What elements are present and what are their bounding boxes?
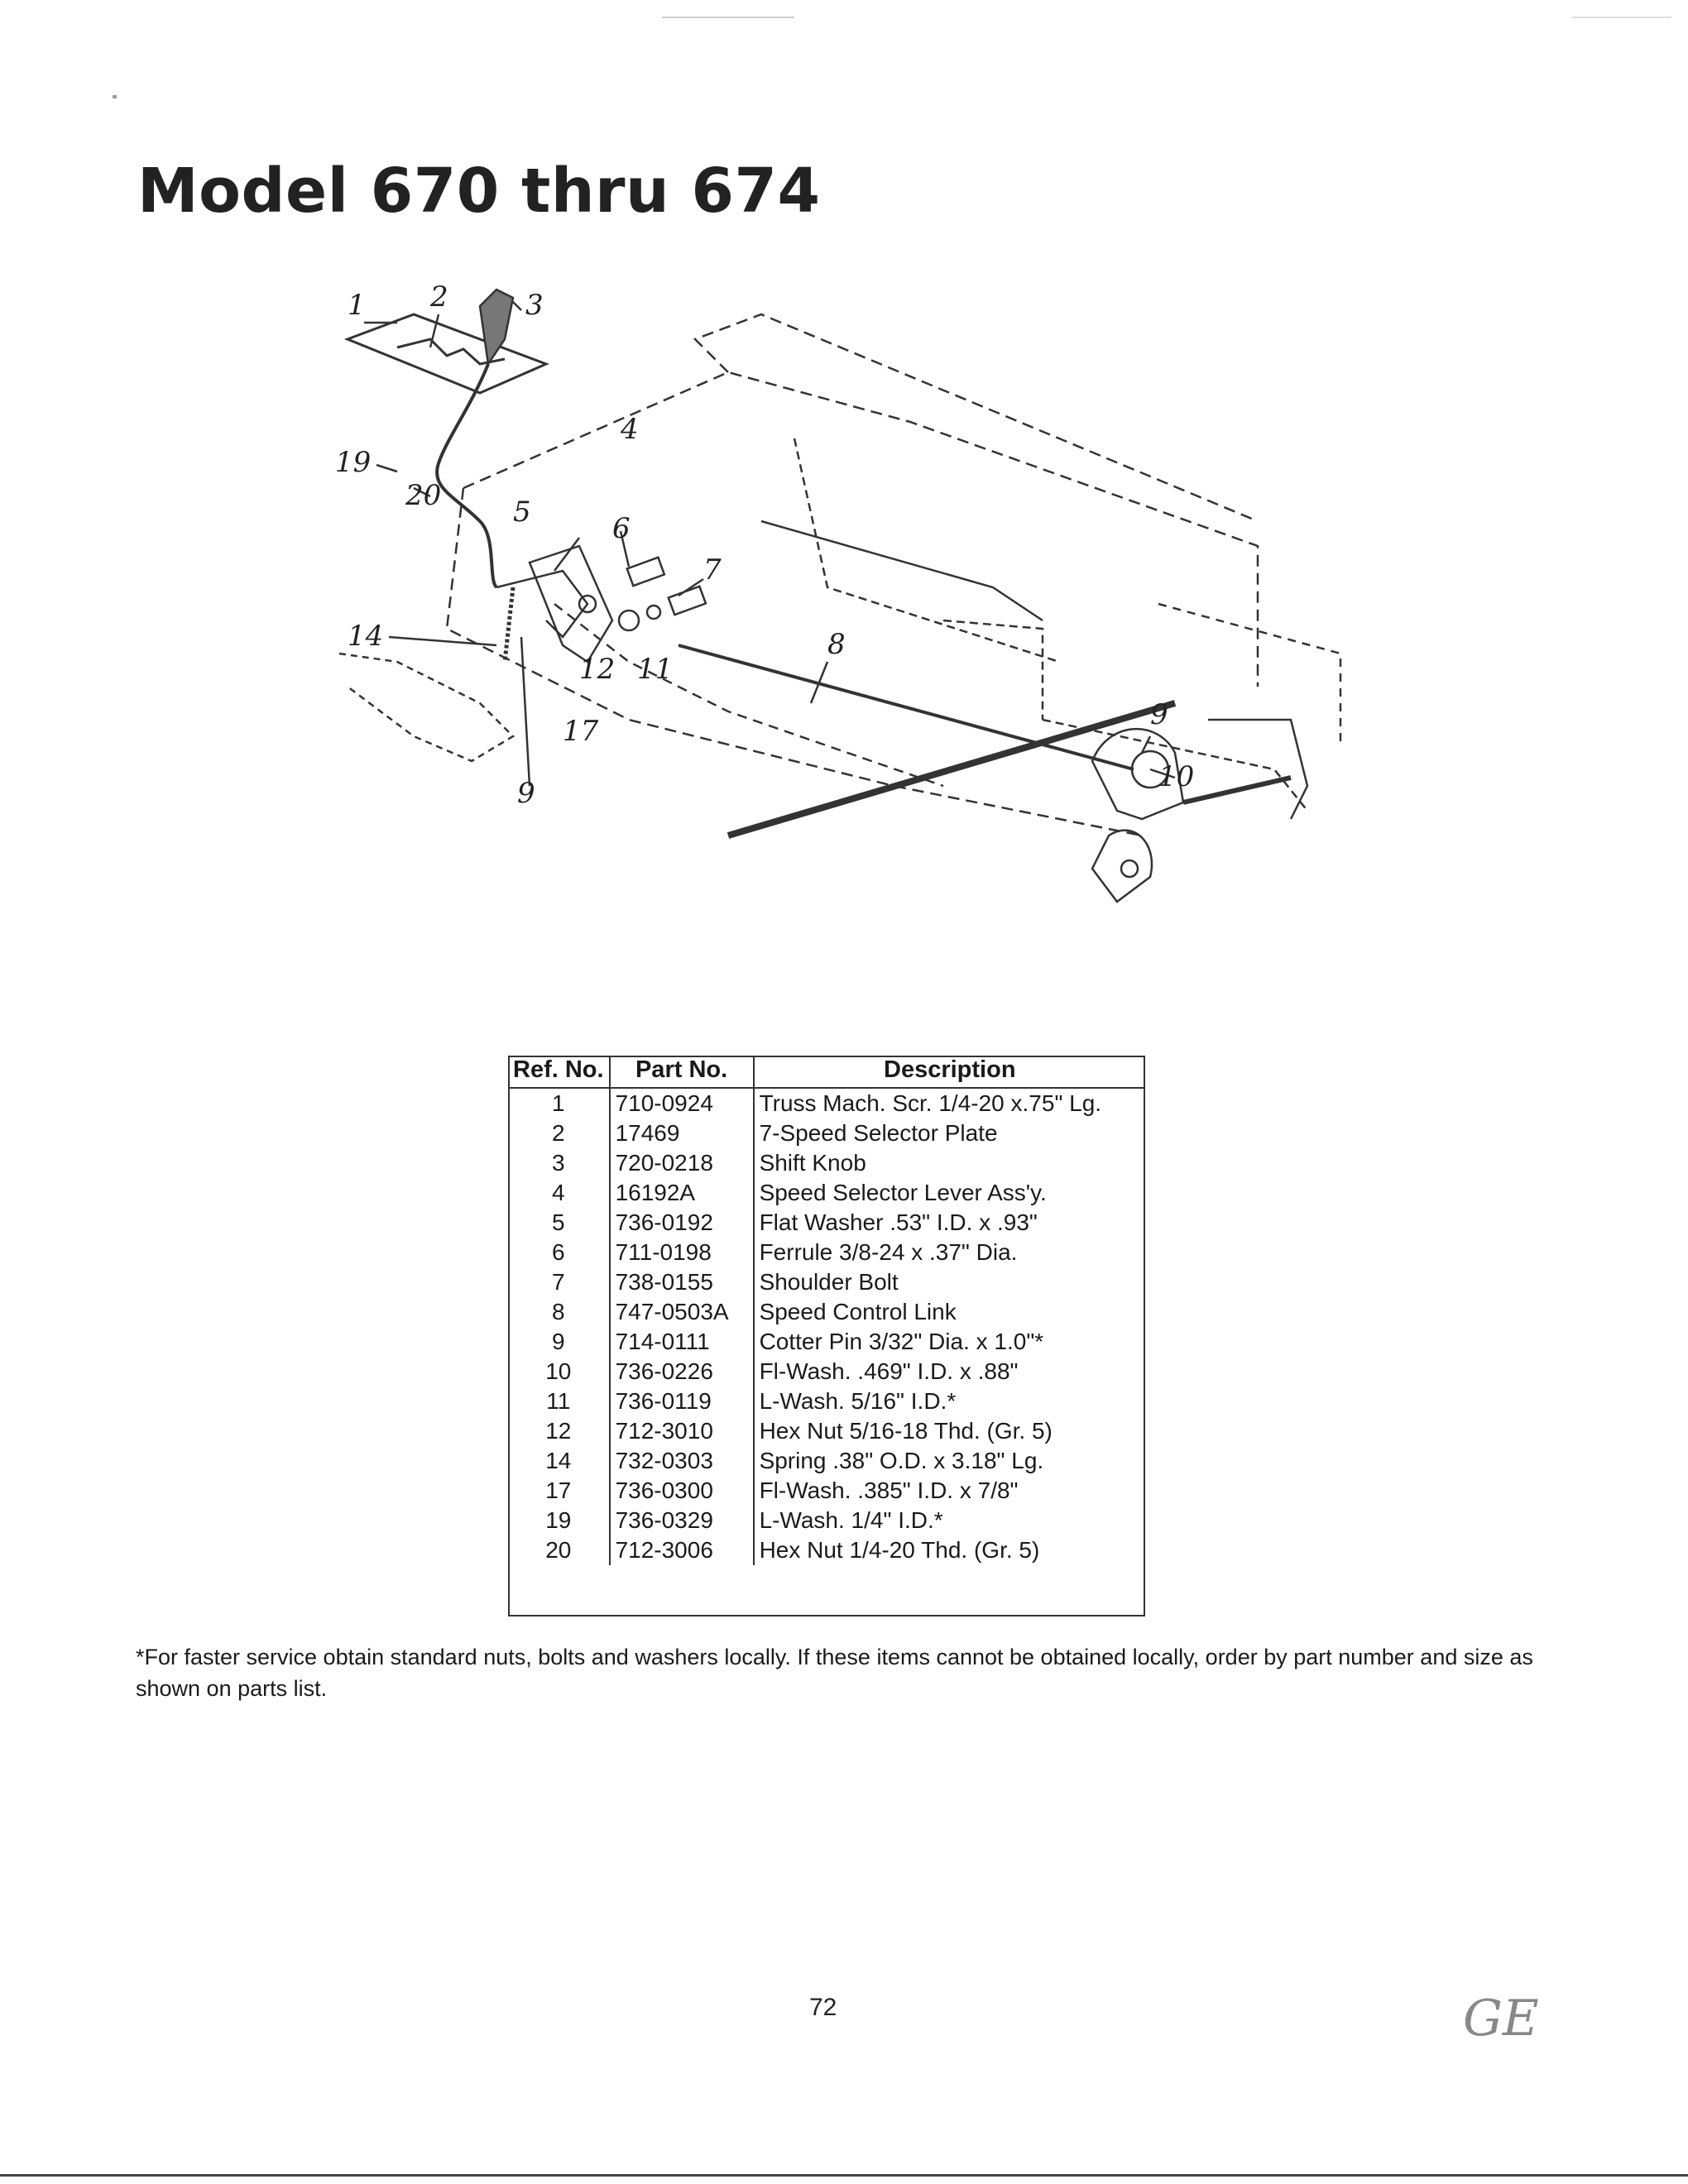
ref-cell: 9 <box>508 1327 611 1357</box>
ref-cell: 8 <box>508 1297 611 1327</box>
ref-cell: 6 <box>508 1238 611 1267</box>
parts-diagram: 1 2 3 4 5 6 7 8 9 10 11 12 14 17 19 20 9 <box>314 273 1357 935</box>
callout-14: 14 <box>348 620 383 653</box>
callout-19: 19 <box>335 446 371 479</box>
callout-8: 8 <box>827 628 846 661</box>
part-no-cell: 714-0111 <box>609 1327 755 1357</box>
part-no-cell: 747-0503A <box>609 1297 755 1327</box>
callout-1: 1 <box>348 289 366 322</box>
part-no-cell: 736-0226 <box>609 1357 755 1387</box>
ref-cell: 14 <box>508 1446 611 1476</box>
scan-speck <box>1572 17 1671 18</box>
ref-cell: 12 <box>508 1416 611 1446</box>
ref-cell: 10 <box>508 1357 611 1387</box>
description-cell: Fl-Wash. .385" I.D. x 7/8" <box>759 1478 1019 1503</box>
part-no-cell: 736-0300 <box>609 1476 755 1506</box>
description-cell: Shift Knob <box>759 1150 866 1176</box>
description-cell: Shoulder Bolt <box>759 1269 899 1295</box>
description-cell: Hex Nut 1/4-20 Thd. (Gr. 5) <box>759 1537 1040 1563</box>
part-no-cell: 732-0303 <box>609 1446 755 1476</box>
ref-cell: 1 <box>508 1088 611 1118</box>
part-no-cell: 712-3010 <box>609 1416 755 1446</box>
description-cell: L-Wash. 1/4" I.D.* <box>759 1507 943 1533</box>
ref-cell: 5 <box>508 1208 611 1238</box>
part-no-cell: 738-0155 <box>609 1267 755 1297</box>
ref-cell: 2 <box>508 1118 611 1148</box>
description-cell: Truss Mach. Scr. 1/4-20 x.75" Lg. <box>759 1090 1102 1116</box>
callout-7: 7 <box>703 553 722 587</box>
part-no-cell: 720-0218 <box>609 1148 755 1178</box>
header-part-no: Part No. <box>609 1056 755 1089</box>
callout-2: 2 <box>429 280 448 314</box>
description-cell: Ferrule 3/8-24 x .37" Dia. <box>759 1239 1018 1265</box>
header-ref: Ref. No. <box>508 1056 611 1089</box>
ref-cell: 19 <box>508 1506 611 1535</box>
page-number: 72 <box>809 1994 837 2021</box>
description-cell: Cotter Pin 3/32" Dia. x 1.0"* <box>759 1329 1044 1354</box>
ref-cell: 11 <box>508 1387 611 1416</box>
ref-cell: 20 <box>508 1535 611 1565</box>
part-no-cell: 710-0924 <box>609 1088 755 1118</box>
scan-speck <box>662 17 794 18</box>
part-no-cell: 736-0192 <box>609 1208 755 1238</box>
callout-17: 17 <box>563 715 599 748</box>
scan-speck <box>113 95 117 98</box>
callout-4: 4 <box>620 413 639 446</box>
bottom-rule <box>0 2174 1688 2177</box>
description-cell: Speed Selector Lever Ass'y. <box>759 1180 1047 1205</box>
callout-11: 11 <box>637 653 673 686</box>
ref-cell: 7 <box>508 1267 611 1297</box>
description-cell: 7-Speed Selector Plate <box>759 1120 998 1146</box>
callout-5: 5 <box>513 496 531 529</box>
part-no-cell: 712-3006 <box>609 1535 755 1565</box>
description-cell: Hex Nut 5/16-18 Thd. (Gr. 5) <box>759 1418 1053 1444</box>
part-no-cell: 736-0329 <box>609 1506 755 1535</box>
part-no-cell: 711-0198 <box>609 1238 755 1267</box>
page-title: Model 670 thru 674 <box>137 156 821 227</box>
ref-cell: 4 <box>508 1178 611 1208</box>
part-no-cell: 16192A <box>609 1178 755 1208</box>
callout-20: 20 <box>405 479 441 512</box>
diagram-callouts: 1 2 3 4 5 6 7 8 9 10 11 12 14 17 19 20 9 <box>335 280 1194 810</box>
callout-6: 6 <box>612 512 631 545</box>
ref-cell: 3 <box>508 1148 611 1178</box>
callout-9-lower: 9 <box>517 777 535 810</box>
callout-9: 9 <box>1150 698 1168 731</box>
handwritten-initials: GE <box>1463 1990 1539 2048</box>
description-cell: Flat Washer .53" I.D. x .93" <box>759 1209 1038 1235</box>
description-cell: Spring .38" O.D. x 3.18" Lg. <box>759 1448 1044 1473</box>
footnote: *For faster service obtain standard nuts… <box>136 1645 1533 1701</box>
ref-cell: 17 <box>508 1476 611 1506</box>
callout-12: 12 <box>579 653 615 686</box>
part-no-cell: 736-0119 <box>609 1387 755 1416</box>
description-cell: L-Wash. 5/16" I.D.* <box>759 1388 957 1414</box>
part-no-cell: 17469 <box>609 1118 755 1148</box>
description-cell: Fl-Wash. .469" I.D. x .88" <box>759 1358 1019 1384</box>
description-cell: Speed Control Link <box>759 1299 957 1324</box>
callout-10: 10 <box>1158 760 1194 793</box>
header-description: Description <box>753 1056 1145 1089</box>
callout-3: 3 <box>525 289 544 322</box>
